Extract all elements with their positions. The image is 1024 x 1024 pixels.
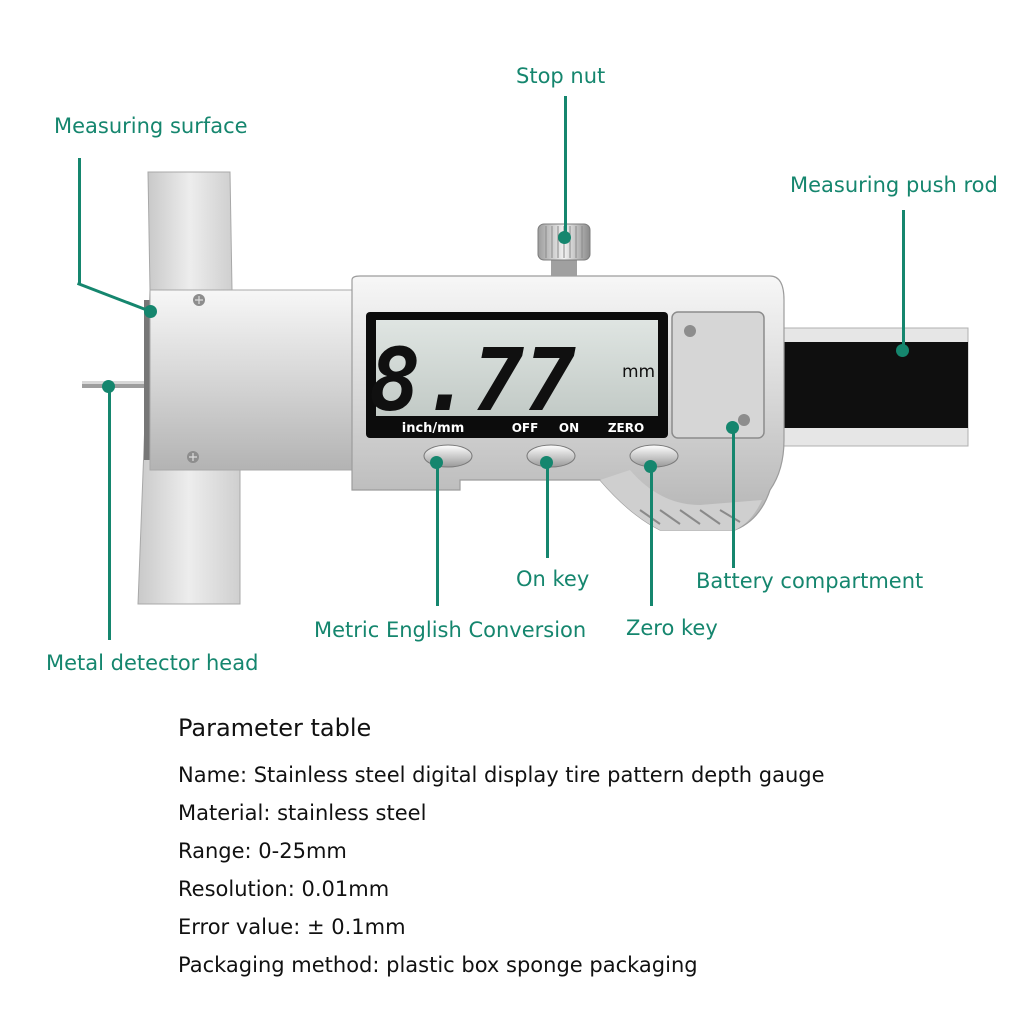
label-on: ON	[559, 421, 579, 435]
battery-dot	[726, 421, 739, 434]
parameter-list: Name: Stainless steel digital display ti…	[178, 756, 825, 984]
zero-key-label: Zero key	[626, 616, 718, 640]
conversion-dot	[430, 456, 443, 469]
lcd-unit: mm	[622, 362, 655, 382]
on-key-dot	[540, 456, 553, 469]
parameter-name: Name: Stainless steel digital display ti…	[178, 763, 825, 787]
push-rod-dot	[896, 344, 909, 357]
on-key-leader	[546, 462, 549, 558]
conversion-leader	[436, 462, 439, 606]
depth-gauge-illustration: 8.77 mm inch/mm OFF ON ZERO	[82, 171, 969, 605]
metal-detector-leader	[108, 388, 111, 640]
metric-english-conversion-label: Metric English Conversion	[314, 618, 587, 642]
measuring-push-rod-label: Measuring push rod	[790, 173, 998, 197]
battery-compartment-label: Battery compartment	[696, 569, 924, 593]
parameter-table-title: Parameter table	[178, 714, 372, 742]
battery-leader	[732, 428, 735, 568]
on-key-label: On key	[516, 567, 590, 591]
stop-nut-label: Stop nut	[516, 64, 606, 88]
zero-key-leader	[650, 466, 653, 606]
measuring-surface-dot	[144, 305, 157, 318]
lcd-value: 8.77	[369, 331, 576, 431]
metal-detector-dot	[102, 380, 115, 393]
metal-detector-head-label: Metal detector head	[46, 651, 259, 675]
push-rod	[769, 327, 969, 447]
measuring-surface-leader-v	[78, 158, 81, 284]
parameter-table: Parameter table Name: Stainless steel di…	[178, 714, 825, 984]
probe-pin	[82, 381, 152, 388]
measuring-surface-label: Measuring surface	[54, 114, 248, 138]
label-off: OFF	[512, 421, 539, 435]
push-rod-leader	[902, 210, 905, 348]
zero-key-dot	[644, 460, 657, 473]
parameter-error-value: Error value: ± 0.1mm	[178, 915, 406, 939]
parameter-material: Material: stainless steel	[178, 801, 427, 825]
stop-nut-dot	[558, 231, 571, 244]
parameter-packaging: Packaging method: plastic box sponge pac…	[178, 953, 698, 977]
battery-cover	[671, 311, 765, 439]
label-zero: ZERO	[608, 421, 644, 435]
stop-nut-leader	[564, 96, 567, 238]
parameter-resolution: Resolution: 0.01mm	[178, 877, 390, 901]
label-inch-mm: inch/mm	[402, 421, 465, 436]
lcd-display: 8.77 mm inch/mm OFF ON ZERO	[366, 312, 668, 438]
beam-plate	[149, 289, 361, 471]
parameter-range: Range: 0-25mm	[178, 839, 347, 863]
